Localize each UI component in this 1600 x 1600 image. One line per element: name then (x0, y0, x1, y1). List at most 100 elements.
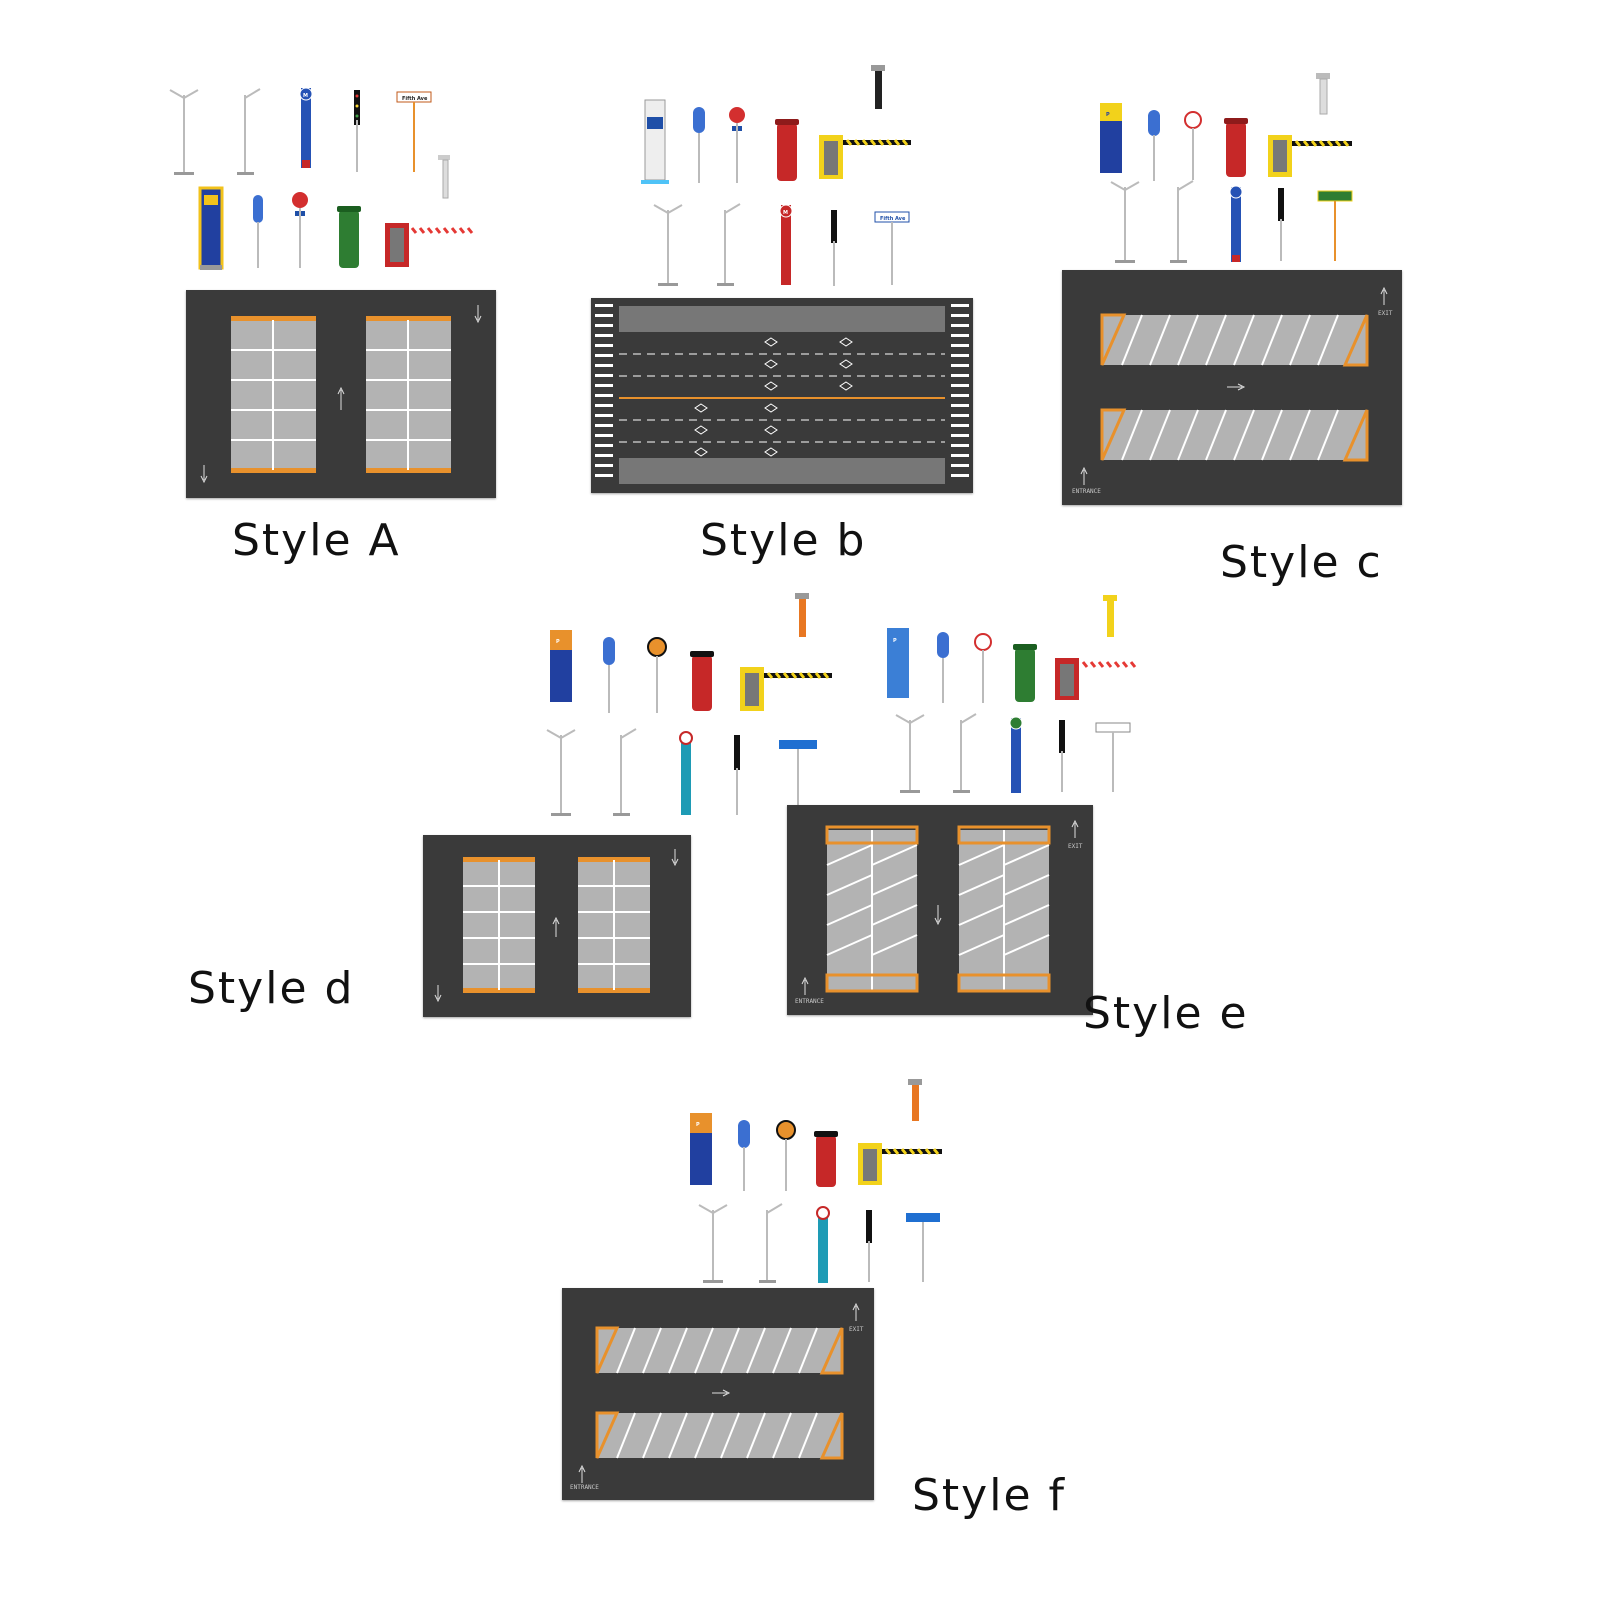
security-camera-icon (871, 65, 885, 109)
arrow-up-icon (801, 976, 809, 995)
green-mailbox-icon (337, 206, 361, 268)
street-lamp-double-icon (169, 89, 199, 175)
style-label: Style e (1083, 988, 1249, 1039)
style-c-props: P (1100, 73, 1353, 263)
entrance-label: ENTRANCE (1072, 488, 1101, 495)
street-lamp-single-icon (613, 728, 637, 816)
road-mat (591, 298, 973, 493)
parking-round-sign-icon (693, 107, 705, 183)
security-camera-icon (438, 155, 450, 199)
arrow-down-icon (671, 849, 679, 867)
metro-sign-icon (1229, 185, 1243, 262)
bus-stop-panel-icon (641, 99, 669, 184)
no-entry-sign-icon (729, 107, 745, 183)
traffic-light-icon (734, 735, 740, 815)
no-parking-sign-icon (1184, 111, 1202, 180)
security-camera-icon (908, 1079, 922, 1121)
exit-label: EXIT (1068, 843, 1083, 850)
street-lamp-double-icon (653, 204, 683, 286)
parking-strip-top (619, 306, 945, 332)
arrow-down-icon (200, 465, 208, 484)
metro-sign-icon (1009, 716, 1023, 793)
svg-text:P: P (1106, 112, 1110, 118)
no-entry-sign-icon (292, 192, 308, 268)
arrow-up-icon (552, 916, 560, 937)
street-name-sign-icon (906, 1213, 940, 1282)
style-label: Style A (232, 515, 401, 566)
entrance-label: ENTRANCE (570, 1484, 599, 1491)
svg-text:M: M (303, 93, 308, 99)
style-label: Style b (700, 515, 867, 566)
street-lamp-double-icon (895, 714, 925, 793)
parking-block-right (366, 316, 451, 473)
metro-sign-icon: M (779, 204, 793, 285)
parking-barrier-icon (385, 223, 477, 267)
style-c-set: P EXIT ENTRANCE St (1060, 65, 1420, 605)
angled-row-top (1100, 313, 1369, 367)
red-mailbox-icon (1224, 118, 1248, 177)
angled-row-bottom (1100, 408, 1369, 462)
street-name-sign-icon (779, 740, 817, 815)
red-mailbox-icon (814, 1131, 838, 1187)
svg-text:M: M (783, 210, 788, 216)
parking-mat: EXIT ENTRANCE (787, 805, 1093, 1015)
parking-column-sign-icon: P (1100, 103, 1122, 173)
parking-block-right (578, 857, 650, 993)
arrow-up-icon (1380, 286, 1388, 305)
parking-round-sign-icon (603, 637, 615, 713)
arrow-down-icon (934, 905, 942, 926)
parking-block-left (231, 316, 316, 473)
traffic-light-icon (1278, 188, 1284, 261)
arrow-up-icon (852, 1302, 860, 1321)
exit-label: EXIT (849, 1326, 864, 1333)
parking-column-sign-icon: P (550, 630, 572, 702)
metro-sign-icon: M (299, 87, 313, 168)
street-name-sign-icon: Fifth Ave (396, 91, 432, 172)
street-lamp-double-icon (1110, 181, 1140, 263)
taxi-sign-icon (647, 637, 667, 713)
traffic-light-icon (866, 1210, 872, 1282)
parking-column-sign-icon: P (690, 1113, 712, 1185)
parking-strip-bottom (619, 458, 945, 484)
style-a-props: M Fifth Ave (169, 87, 477, 270)
entrance-label: ENTRANCE (795, 998, 824, 1005)
style-f-set: P EXIT ENTRANCE St (560, 1075, 1080, 1555)
exit-label: EXIT (1378, 310, 1393, 317)
street-name-sign-icon (1095, 722, 1131, 792)
bus-stop-board-icon (198, 186, 224, 270)
parking-round-sign-icon (738, 1120, 750, 1191)
green-mailbox-icon (1013, 644, 1037, 702)
taxi-sign-icon (776, 1120, 796, 1191)
style-f-props: P (690, 1079, 942, 1283)
traffic-light-icon (831, 210, 837, 286)
metro-sign-icon (816, 1206, 830, 1283)
angled-row-top (595, 1326, 844, 1375)
style-d-props: P (546, 593, 832, 816)
parking-barrier-icon (819, 135, 911, 179)
street-name-sign-icon (1317, 190, 1353, 261)
svg-text:P: P (893, 638, 897, 644)
security-camera-icon (1316, 73, 1330, 115)
parking-barrier-icon (1055, 658, 1139, 700)
style-label: Style d (188, 963, 355, 1014)
arrow-up-icon (337, 386, 345, 410)
arrow-right-icon (1227, 383, 1246, 391)
arrow-right-icon (712, 1389, 731, 1397)
arrow-up-icon (1080, 466, 1088, 485)
parking-mat: EXIT ENTRANCE (562, 1288, 874, 1500)
style-a-set: M Fifth Ave (160, 60, 520, 580)
svg-text:P: P (556, 639, 560, 645)
style-d-set: P Style (180, 585, 832, 1025)
street-name-sign-icon: Fifth Ave (874, 211, 910, 285)
style-b-set: M Fifth Ave Style b (585, 55, 985, 575)
parking-barrier-icon (1268, 135, 1352, 177)
angled-block-left (825, 825, 919, 993)
parking-mat (423, 835, 691, 1017)
street-lamp-single-icon (759, 1203, 783, 1283)
parking-barrier-icon (740, 667, 832, 711)
street-lamp-double-icon (698, 1204, 728, 1283)
parking-round-sign-icon (1148, 110, 1160, 181)
street-lamp-double-icon (546, 729, 576, 816)
parking-round-sign-icon (937, 632, 949, 703)
street-lamp-single-icon (717, 203, 741, 286)
